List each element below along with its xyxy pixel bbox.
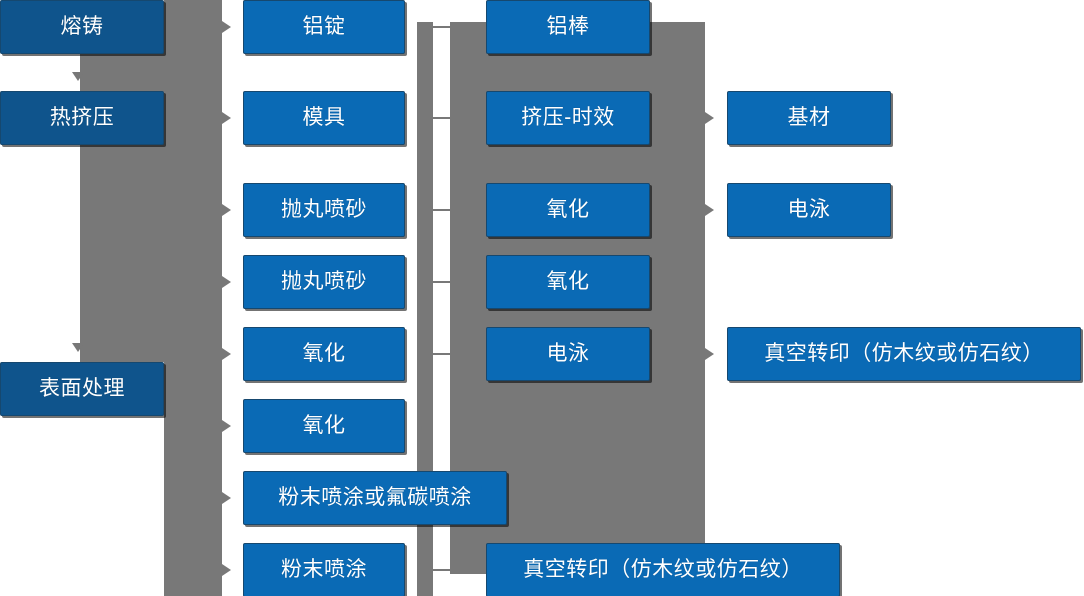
stage-to-input-arrow-3 (222, 204, 231, 216)
input-anodizing-1-label: 氧化 (302, 342, 346, 366)
process-aluminum-bar[interactable]: 铝棒 (486, 0, 650, 54)
input-shot-blasting-1-label: 抛丸喷砂 (281, 198, 367, 222)
surface-treatment-tick (164, 388, 186, 390)
stage-to-input-arrow-5 (222, 348, 231, 360)
input-anodizing-2-label: 氧化 (302, 414, 346, 438)
output-electrophoresis[interactable]: 电泳 (727, 183, 891, 237)
stage-to-input-arrow-4 (222, 276, 231, 288)
stage-melting-casting-label: 熔铸 (60, 15, 104, 39)
process-electrophoresis[interactable]: 电泳 (486, 327, 650, 381)
output-electrophoresis-label: 电泳 (787, 198, 831, 222)
input-anodizing-1[interactable]: 氧化 (243, 327, 405, 381)
stage-to-input-arrow-6 (222, 420, 231, 432)
process-anodizing-1-label: 氧化 (546, 198, 590, 222)
stage-down-arrow-hot-extrusion (72, 72, 84, 81)
input-rail (417, 22, 433, 596)
output-substrate[interactable]: 基材 (727, 91, 891, 145)
stage-down-arrow-surface-treatment (72, 343, 84, 352)
process-anodizing-2[interactable]: 氧化 (486, 255, 650, 309)
rail-tick-3 (433, 209, 451, 211)
rail-tick-1 (433, 26, 451, 28)
input-aluminum-ingot[interactable]: 铝锭 (243, 0, 405, 54)
rail-tick-6 (433, 569, 451, 571)
stage-melting-casting[interactable]: 熔铸 (0, 0, 164, 54)
input-powder-or-pvdf-coating-label: 粉末喷涂或氟碳喷涂 (278, 486, 472, 510)
stage-to-input-arrow-8 (222, 564, 231, 576)
input-shot-blasting-2-label: 抛丸喷砂 (281, 270, 367, 294)
process-vacuum-transfer-printing[interactable]: 真空转印（仿木纹或仿石纹） (486, 543, 840, 596)
input-mold-label: 模具 (302, 106, 346, 130)
stage-to-input-arrow-2 (222, 112, 231, 124)
stage-surface-treatment[interactable]: 表面处理 (0, 362, 164, 416)
process-extrusion-aging-label: 挤压-时效 (521, 106, 615, 130)
stage-to-input-arrow-7 (222, 492, 231, 504)
output-vacuum-transfer-printing[interactable]: 真空转印（仿木纹或仿石纹） (727, 327, 1081, 381)
process-electrophoresis-label: 电泳 (546, 342, 590, 366)
input-powder-coating[interactable]: 粉末喷涂 (243, 543, 405, 596)
input-anodizing-2[interactable]: 氧化 (243, 399, 405, 453)
process-extrusion-aging[interactable]: 挤压-时效 (486, 91, 650, 145)
process-to-output-arrow-1 (705, 112, 714, 124)
output-vacuum-transfer-printing-label: 真空转印（仿木纹或仿石纹） (764, 342, 1044, 366)
input-powder-coating-label: 粉末喷涂 (281, 558, 367, 582)
input-mold[interactable]: 模具 (243, 91, 405, 145)
stage-surface-treatment-label: 表面处理 (39, 377, 125, 401)
process-to-output-arrow-2 (705, 204, 714, 216)
process-anodizing-1[interactable]: 氧化 (486, 183, 650, 237)
process-aluminum-bar-label: 铝棒 (546, 15, 590, 39)
rail-tick-5 (433, 353, 451, 355)
rail-tick-2 (433, 117, 451, 119)
stage-to-input-arrow-1 (222, 21, 231, 33)
rail-tick-4 (433, 281, 451, 283)
input-aluminum-ingot-label: 铝锭 (302, 15, 346, 39)
process-to-output-arrow-3 (705, 348, 714, 360)
process-anodizing-2-label: 氧化 (546, 270, 590, 294)
input-shot-blasting-1[interactable]: 抛丸喷砂 (243, 183, 405, 237)
output-substrate-label: 基材 (787, 106, 831, 130)
input-powder-or-pvdf-coating[interactable]: 粉末喷涂或氟碳喷涂 (243, 471, 507, 525)
stage-rail-lower (164, 0, 222, 596)
stage-hot-extrusion-label: 热挤压 (49, 106, 115, 130)
stage-hot-extrusion[interactable]: 热挤压 (0, 91, 164, 145)
input-shot-blasting-2[interactable]: 抛丸喷砂 (243, 255, 405, 309)
process-vacuum-transfer-printing-label: 真空转印（仿木纹或仿石纹） (523, 558, 803, 582)
